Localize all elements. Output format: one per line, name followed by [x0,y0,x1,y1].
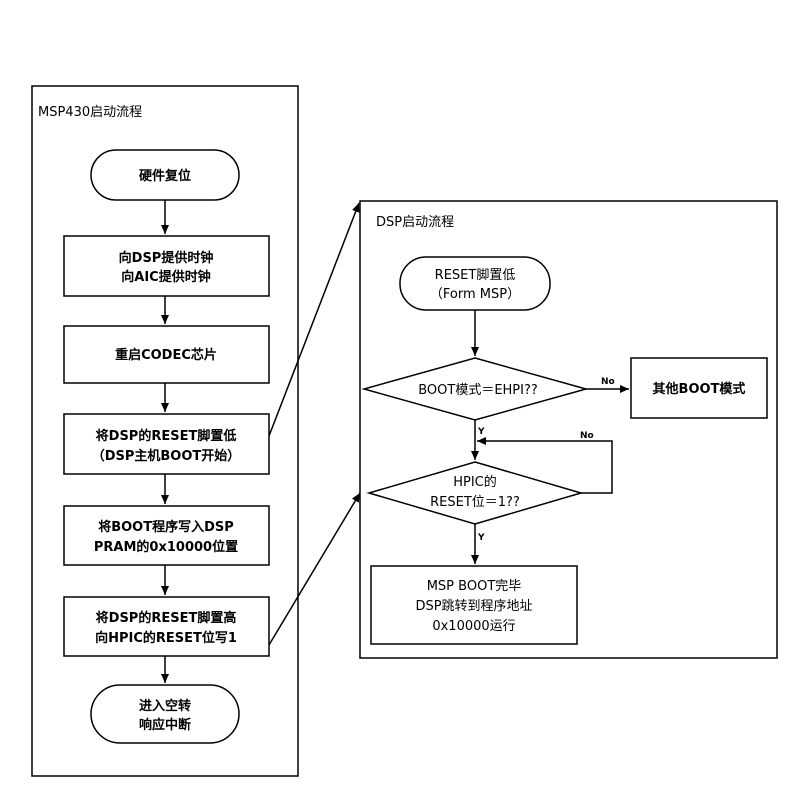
step-label: 重启CODEC芯片 [115,347,217,363]
reset-low-step-box [63,413,270,475]
step-label: 将BOOT程序写入DSP [98,519,234,535]
codec-step-box [63,325,270,384]
boot-write-step-box [63,505,270,566]
idle-terminator [90,684,240,744]
step-label: 进入空转 [139,698,191,714]
cross-arrow-to-hpic-check [268,492,361,646]
no-loop-arrow [477,437,613,494]
reset-low-terminator [399,256,551,311]
step-label: 硬件复位 [139,168,191,184]
hpic-reset-decision [366,461,584,525]
msp430-panel-title: MSP430启动流程 [38,105,142,120]
decision-label: BOOT模式＝EHPI?? [418,383,538,398]
other-mode-label: 其他BOOT模式 [653,381,746,397]
step-label: （DSP主机BOOT开始） [92,448,241,464]
end-label: MSP BOOT完毕 [427,579,522,594]
step-label: 向AIC提供时钟 [121,269,210,285]
start-label: RESET脚置低 [435,267,516,283]
msp430-panel: MSP430启动流程 硬件复位 向DSP提供时钟 向AIC提供时钟 重启CODE… [31,85,299,777]
reset-high-step-box [63,596,270,657]
clock-step-box [63,235,270,297]
dsp-panel: DSP启动流程 RESET脚置低 （Form MSP） BOOT模式＝EHPI?… [359,200,778,659]
yes-label: Y [477,533,485,543]
step-label: PRAM的0x10000位置 [94,539,238,555]
yes-label: Y [477,427,485,437]
boot-complete-box [370,565,578,645]
no-label: No [601,377,615,387]
step-label: 将DSP的RESET脚置高 [96,610,237,626]
dsp-panel-title: DSP启动流程 [376,215,454,230]
end-label: 0x10000运行 [432,619,515,634]
no-label: No [580,431,594,441]
decision-label: HPIC的 [453,474,497,490]
step-label: 响应中断 [139,717,191,733]
start-label: （Form MSP） [430,287,520,302]
step-label: 向HPIC的RESET位写1 [95,630,237,646]
end-label: DSP跳转到程序地址 [415,599,532,614]
step-label: 将DSP的RESET脚置低 [96,428,237,444]
cross-arrow-to-dsp-start [268,202,360,437]
other-boot-mode-box [630,357,768,419]
step-label: 向DSP提供时钟 [119,250,214,266]
decision-label: RESET位＝1?? [430,495,520,510]
